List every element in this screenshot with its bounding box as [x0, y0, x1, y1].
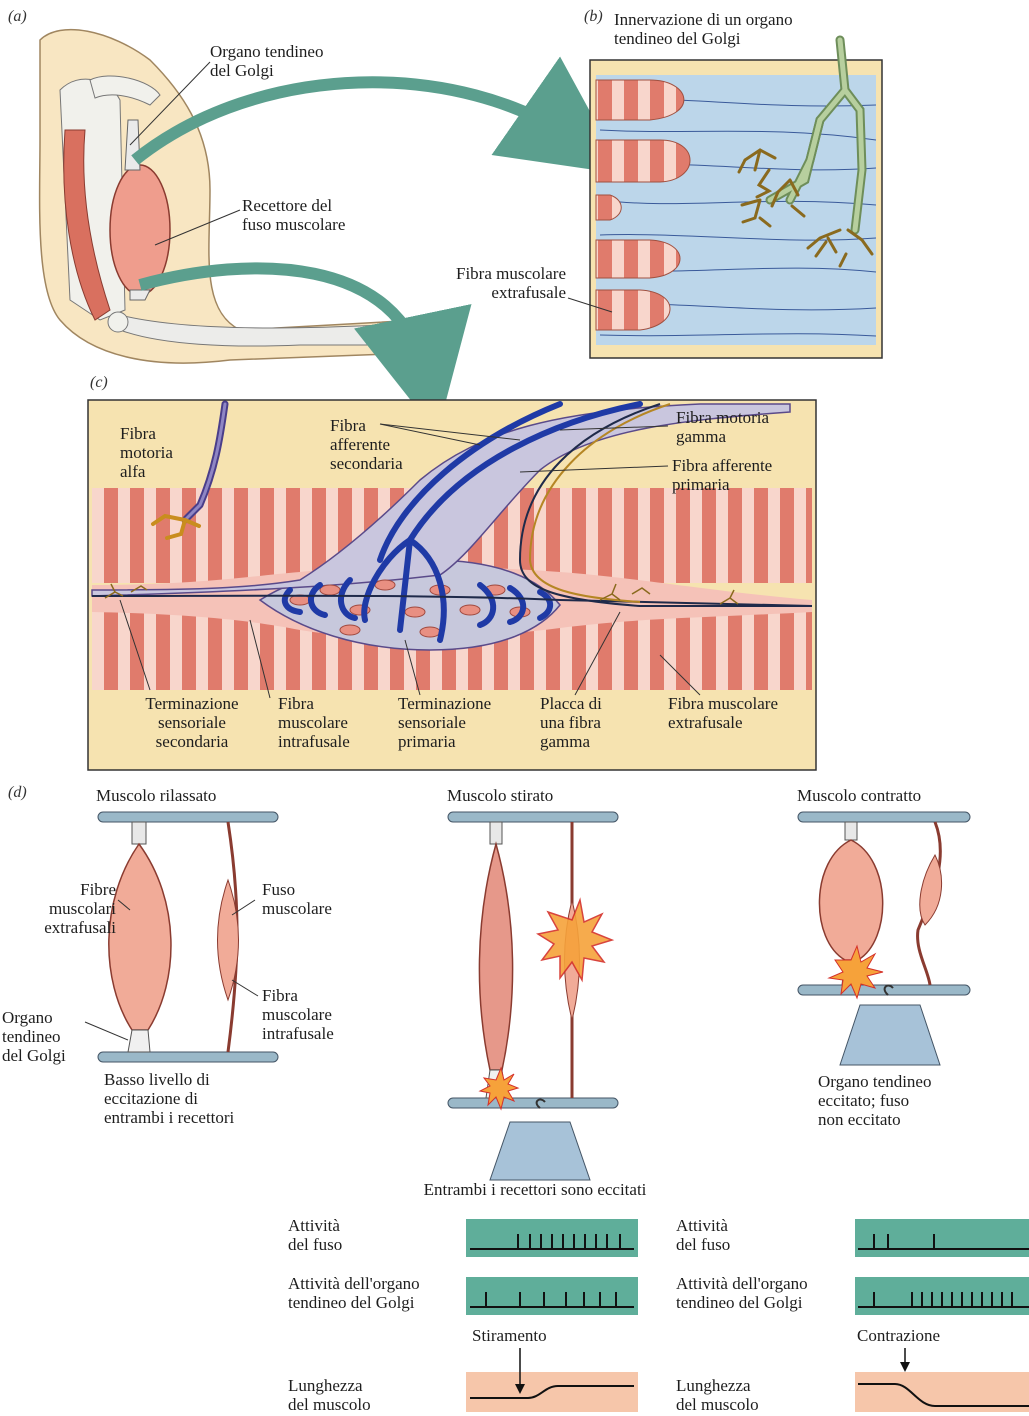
stretched-muscle-illustration [448, 812, 618, 1180]
label-spindle-activity-2: Attività del fuso [676, 1216, 730, 1254]
label-golgi-d: Organo tendineo del Golgi [2, 1008, 66, 1065]
label-low-excitation: Basso livello di eccitazione di entrambi… [104, 1070, 234, 1127]
label-spindle-activity-1: Attività del fuso [288, 1216, 342, 1254]
label-muscle-spindle: Fuso muscolare [262, 880, 332, 918]
trace-golgi-contraction [855, 1277, 1029, 1315]
label-golgi-activity-1: Attività dell'organo tendineo del Golgi [288, 1274, 420, 1312]
panel-b-title: Innervazione di un organo tendineo del G… [614, 10, 793, 48]
label-primary-sensory-ending: Terminazione sensoriale primaria [398, 694, 491, 751]
trace-length-contraction [855, 1348, 1029, 1412]
label-golgi-tendon-organ: Organo tendineo del Golgi [210, 42, 323, 80]
relaxed-muscle-illustration [98, 812, 278, 1062]
panel-d-tag: (d) [8, 784, 27, 802]
panel-c-tag: (c) [90, 374, 108, 392]
label-relaxed-muscle: Muscolo rilassato [96, 786, 216, 805]
trace-spindle-contraction [855, 1219, 1029, 1257]
label-both-excited: Entrambi i recettori sono eccitati [380, 1180, 690, 1199]
contracted-muscle-illustration [798, 812, 970, 1065]
label-secondary-sensory-ending: Terminazione sensoriale secondaria [124, 694, 260, 751]
label-intrafusal-fiber-d: Fibra muscolare intrafusale [262, 986, 334, 1043]
label-stretched-muscle: Muscolo stirato [447, 786, 553, 805]
label-extrafusal-c: Fibra muscolare extrafusale [668, 694, 778, 732]
label-intrafusal-fiber-c: Fibra muscolare intrafusale [278, 694, 350, 751]
label-gamma-plate: Placca di una fibra gamma [540, 694, 602, 751]
label-contracted-muscle: Muscolo contratto [797, 786, 921, 805]
label-stretch: Stiramento [472, 1326, 547, 1345]
panel-a-tag: (a) [8, 8, 27, 26]
label-tendon-excited: Organo tendineo eccitato; fuso non eccit… [818, 1072, 931, 1129]
trace-spindle-stretch [466, 1219, 638, 1257]
panel-b-box [590, 40, 882, 358]
trace-length-stretch [466, 1348, 638, 1412]
label-golgi-activity-2: Attività dell'organo tendineo del Golgi [676, 1274, 808, 1312]
trace-golgi-stretch [466, 1277, 638, 1315]
label-muscle-length-1: Lunghezza del muscolo [288, 1376, 371, 1414]
label-secondary-afferent: Fibra afferente secondaria [330, 416, 403, 473]
label-spindle-receptor: Recettore del fuso muscolare [242, 196, 345, 234]
label-gamma-motor-fiber: Fibra motoria gamma [676, 408, 769, 446]
panel-b-tag: (b) [584, 8, 603, 26]
label-extrafusal-fibers: Fibre muscolari extrafusali [0, 880, 116, 937]
label-alpha-motor-fiber: Fibra motoria alfa [120, 424, 173, 481]
label-contraction: Contrazione [857, 1326, 940, 1345]
label-primary-afferent: Fibra afferente primaria [672, 456, 772, 494]
label-extrafusal-b: Fibra muscolare extrafusale [410, 264, 566, 302]
label-muscle-length-2: Lunghezza del muscolo [676, 1376, 759, 1414]
